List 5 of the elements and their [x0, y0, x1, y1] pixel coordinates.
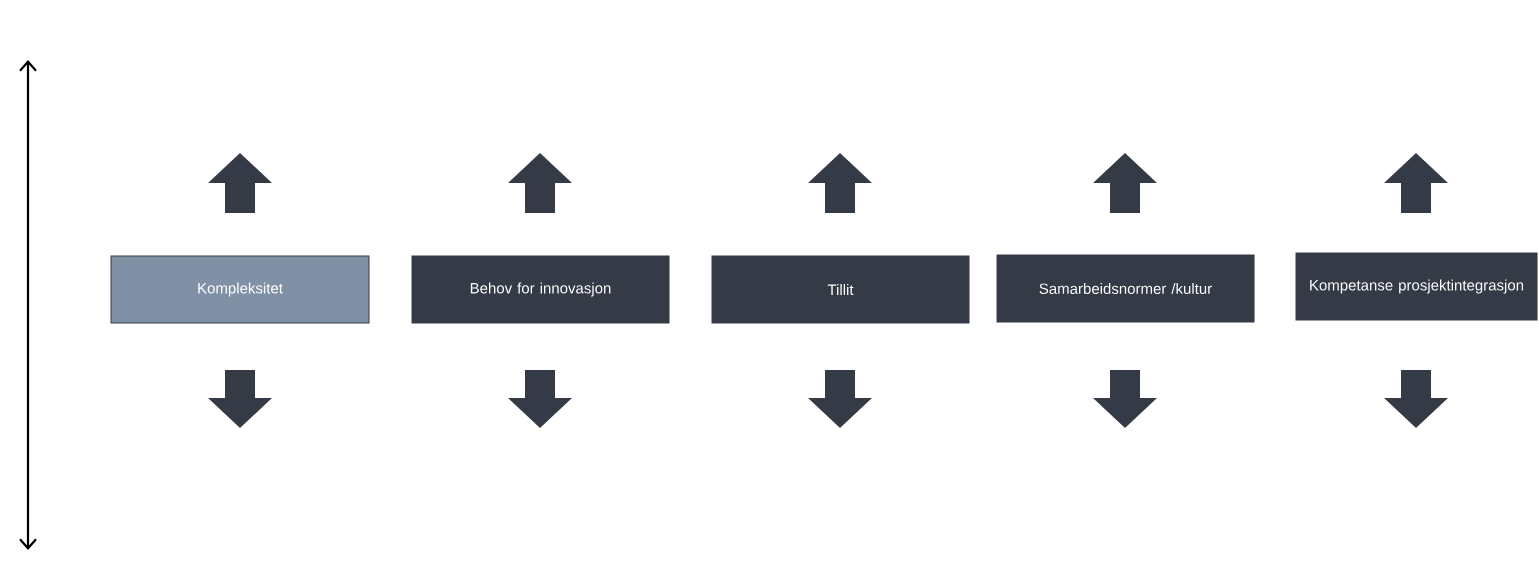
process-box: Kompetanse prosjektintegrasjon: [1295, 252, 1538, 321]
process-box: Samarbeidsnormer /kultur: [996, 254, 1255, 323]
process-box: Behov for innovasjon: [411, 255, 670, 324]
process-box: Kompleksitet: [110, 255, 370, 324]
process-box: Tillit: [711, 255, 970, 324]
